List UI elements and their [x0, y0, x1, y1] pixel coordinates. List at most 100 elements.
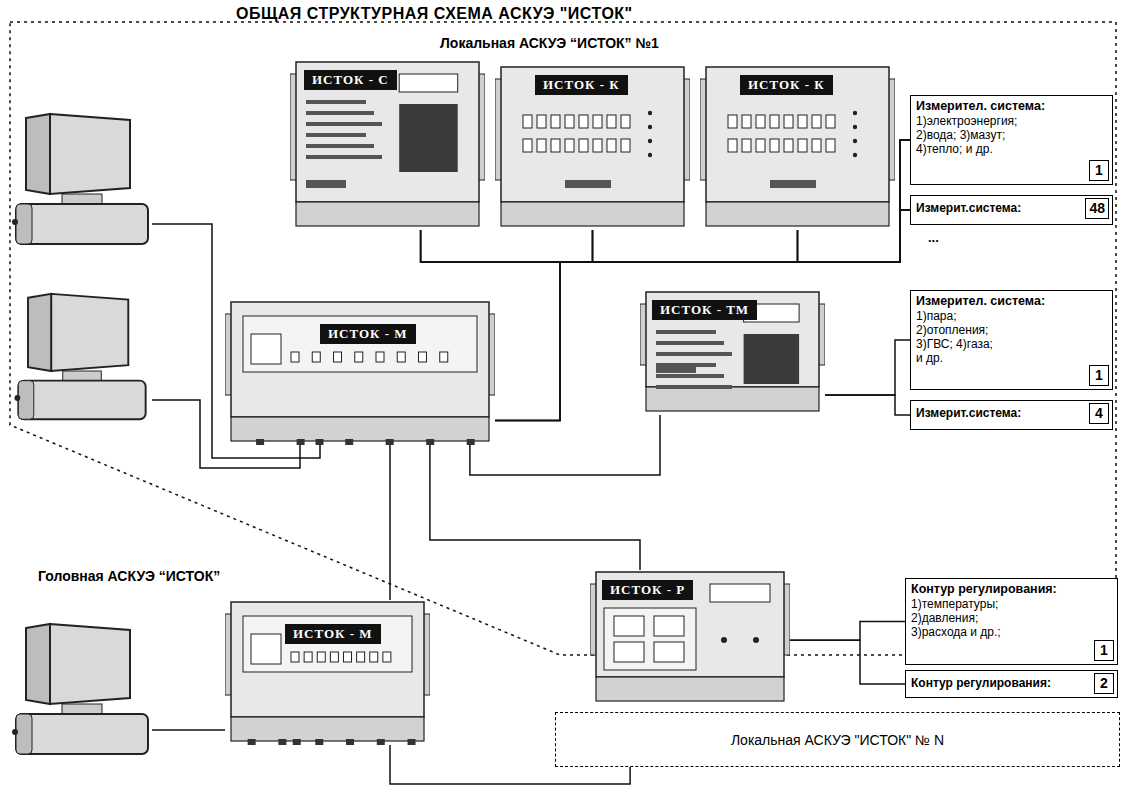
- device-detail: [656, 385, 732, 389]
- device-name: ИСТОК - С: [304, 70, 397, 90]
- device-detail: [419, 352, 427, 362]
- device-detail: [614, 642, 644, 662]
- computer-wire: [152, 729, 225, 731]
- device-name: ИСТОК - К: [535, 75, 628, 95]
- controller-device: ИСТОК - М: [225, 300, 495, 445]
- connector-line: [790, 622, 905, 641]
- device-detail: [312, 352, 320, 362]
- region-heading: Локальная АСКУЭ “ИСТОК” №1: [440, 35, 659, 51]
- device-detail: [399, 104, 458, 172]
- count-number: 48: [1089, 200, 1105, 216]
- device-detail: [501, 202, 684, 226]
- device-detail: [812, 115, 821, 128]
- count-number: 2: [1100, 675, 1108, 691]
- device-detail: [296, 202, 479, 226]
- device-body: [225, 600, 430, 745]
- device-detail: [231, 302, 489, 417]
- device-detail: [579, 115, 588, 128]
- device-detail: [296, 62, 479, 202]
- device-detail: [330, 652, 338, 662]
- device-detail: [256, 439, 264, 445]
- device-detail: [537, 139, 546, 152]
- device-detail: [551, 115, 560, 128]
- device-name: ИСТОК - ТМ: [652, 300, 757, 320]
- device-detail: [565, 115, 574, 128]
- device-detail: [370, 652, 378, 662]
- device-name: ИСТОК - Р: [602, 580, 693, 600]
- device-detail: [798, 115, 807, 128]
- device-detail: [654, 616, 684, 636]
- device-detail: [551, 139, 560, 152]
- device-detail: [756, 139, 765, 152]
- device-detail: [306, 100, 366, 104]
- device-detail: [648, 125, 652, 129]
- device-detail: [334, 352, 342, 362]
- count-box: 48: [1085, 198, 1109, 219]
- device-name: ИСТОК - М: [320, 324, 416, 344]
- device-detail: [346, 739, 354, 745]
- device-detail: [306, 122, 382, 126]
- count-number: 1: [1095, 162, 1103, 178]
- box-heading: Измерит.система:: [916, 201, 1078, 215]
- device-detail: [770, 115, 779, 128]
- subsystem-name: Локальная АСКУЭ "ИСТОК" № N: [731, 732, 944, 748]
- text-label: ...: [928, 230, 939, 245]
- device-detail: [742, 139, 751, 152]
- device-body: [225, 300, 495, 445]
- computer-icon: [12, 114, 148, 244]
- device-detail: [523, 115, 532, 128]
- connector-line: [470, 415, 660, 475]
- device-detail: [251, 334, 281, 364]
- device-detail: [853, 153, 857, 157]
- device-detail: [648, 153, 652, 157]
- device-detail: [646, 292, 819, 387]
- device-detail: [251, 634, 281, 664]
- device-detail: [756, 115, 765, 128]
- count-number: 4: [1095, 405, 1103, 421]
- device-detail: [728, 139, 737, 152]
- device-detail: [399, 74, 458, 92]
- device-detail: [710, 584, 770, 602]
- box-heading: Измерит.система:: [916, 406, 1078, 420]
- device-detail: [593, 139, 602, 152]
- device-detail: [231, 602, 424, 717]
- device-name: ИСТОК - К: [740, 75, 833, 95]
- device-detail: [753, 637, 759, 643]
- system-box: Измерител. система:1)электроэнергия; 2)в…: [910, 95, 1113, 185]
- device-detail: [614, 616, 644, 636]
- device-detail: [565, 139, 574, 152]
- device-detail: [770, 180, 816, 188]
- device-detail: [596, 572, 784, 677]
- count-box: 1: [1089, 365, 1109, 386]
- device-detail: [604, 608, 696, 670]
- device-detail: [770, 139, 779, 152]
- device-detail: [853, 139, 857, 143]
- region-boundary: Локальная АСКУЭ “ИСТОК” №1 ИСТОК - С ИСТОК…: [10, 22, 1116, 655]
- device-detail: [297, 439, 305, 445]
- system-box: Контур регулирования:1)температуры; 2)да…: [905, 578, 1118, 665]
- device-detail: [826, 139, 835, 152]
- device-detail: [408, 739, 416, 745]
- device-detail: [306, 133, 366, 137]
- device-detail: [648, 139, 652, 143]
- device-detail: [565, 180, 611, 188]
- device-detail: [621, 115, 630, 128]
- connector-layer: [390, 140, 910, 784]
- device-detail: [784, 115, 793, 128]
- diagram-title: ОБЩАЯ СТРУКТУРНАЯ СХЕМА АСКУЭ "ИСТОК": [236, 5, 633, 23]
- computer-icon: [15, 294, 146, 419]
- device-detail: [706, 67, 889, 202]
- device-detail: [646, 387, 819, 411]
- device-detail: [306, 180, 346, 188]
- connector-line: [389, 445, 391, 600]
- device-detail: [501, 67, 684, 202]
- box-list: 1)температуры; 2)давления; 3)расхода и д…: [911, 597, 1023, 639]
- controller-device: ИСТОК - Р: [590, 570, 790, 705]
- device-detail: [386, 439, 394, 445]
- device-detail: [721, 637, 727, 643]
- system-box: Измерител. система:1)пара; 2)отопления; …: [910, 290, 1113, 390]
- device-detail: [357, 652, 365, 662]
- connector-line: [430, 445, 640, 570]
- count-box: 2: [1094, 673, 1114, 694]
- device-detail: [656, 330, 716, 334]
